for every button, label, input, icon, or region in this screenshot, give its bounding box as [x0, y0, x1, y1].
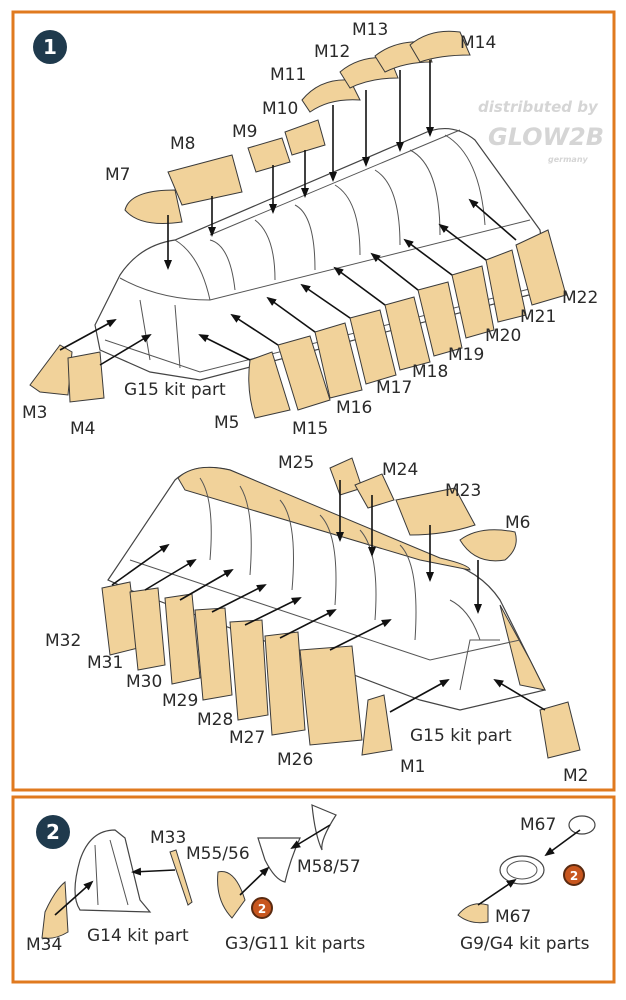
- watermark-line2: GLOW2B: [488, 123, 604, 151]
- label-m20: M20: [485, 326, 521, 346]
- label-m31: M31: [87, 653, 123, 673]
- label-m4: M4: [70, 419, 95, 439]
- upper-labels: M13 M14 M12 M11 M10 M9 M8 M7 M22 M21 M20…: [22, 20, 598, 439]
- lower-arrows: [111, 480, 546, 713]
- label-m1: M1: [400, 757, 425, 777]
- label-m5: M5: [214, 413, 239, 433]
- watermark-line1: distributed by: [478, 98, 599, 116]
- distributor-watermark: distributed by GLOW2B germany: [478, 98, 604, 164]
- label-m15: M15: [292, 419, 328, 439]
- label-m8: M8: [170, 134, 195, 154]
- step2-frame: [11, 795, 616, 984]
- step2-group-g14: M33 M34 G14 kit part: [26, 828, 193, 955]
- label-m29: M29: [162, 691, 198, 711]
- label-g3-g11: G3/G11 kit parts: [225, 934, 365, 954]
- step2-badge: 2: [36, 815, 70, 849]
- label-m67-bottom: M67: [495, 907, 531, 927]
- label-g15-upper: G15 kit part: [124, 380, 226, 400]
- label-m25: M25: [278, 453, 314, 473]
- label-m55-56: M55/56: [186, 844, 250, 864]
- label-m7: M7: [105, 165, 130, 185]
- label-m33: M33: [150, 828, 186, 848]
- label-m2: M2: [563, 766, 588, 786]
- step2-group-g9g4: 2 M67 M67 G9/G4 kit parts: [457, 815, 596, 954]
- label-m24: M24: [382, 460, 418, 480]
- label-g15-lower: G15 kit part: [410, 726, 512, 746]
- label-m3: M3: [22, 403, 47, 423]
- label-m21: M21: [520, 307, 556, 327]
- label-m34: M34: [26, 935, 62, 955]
- lower-masks: [101, 457, 581, 759]
- label-m30: M30: [126, 672, 162, 692]
- label-m67-top: M67: [520, 815, 556, 835]
- label-m17: M17: [376, 378, 412, 398]
- label-m6: M6: [505, 513, 530, 533]
- label-m23: M23: [445, 481, 481, 501]
- label-m16: M16: [336, 398, 372, 418]
- label-m11: M11: [270, 65, 306, 85]
- label-m28: M28: [197, 710, 233, 730]
- step1-badge: 1: [33, 30, 67, 64]
- label-m32: M32: [45, 631, 81, 651]
- label-m14: M14: [460, 33, 496, 53]
- kit-reference-number: 2: [570, 869, 578, 883]
- step1-frame: [11, 10, 616, 792]
- label-m9: M9: [232, 122, 257, 142]
- label-g14: G14 kit part: [87, 926, 189, 946]
- label-m18: M18: [412, 362, 448, 382]
- kit-reference-icon: [251, 897, 273, 919]
- label-m27: M27: [229, 728, 265, 748]
- lower-labels: M25 M24 M23 M6 M32 M31 M30 M29 M28 M27 M…: [45, 453, 588, 786]
- step1-number: 1: [43, 35, 57, 59]
- lower-canopy: [107, 466, 546, 711]
- kit-reference-icon: [563, 864, 585, 886]
- label-g9-g4: G9/G4 kit parts: [460, 934, 590, 954]
- step2-group-g3g11: 2 M55/56 M58/57 G3/G11 kit parts: [186, 804, 365, 954]
- label-m58-57: M58/57: [297, 857, 361, 877]
- watermark-line3: germany: [548, 155, 589, 164]
- upper-arrows: [59, 60, 517, 366]
- label-m26: M26: [277, 750, 313, 770]
- label-m22: M22: [562, 288, 598, 308]
- label-m10: M10: [262, 99, 298, 119]
- kit-reference-number: 2: [258, 902, 266, 916]
- label-m12: M12: [314, 42, 350, 62]
- step2-number: 2: [46, 820, 60, 844]
- label-m13: M13: [352, 20, 388, 40]
- label-m19: M19: [448, 345, 484, 365]
